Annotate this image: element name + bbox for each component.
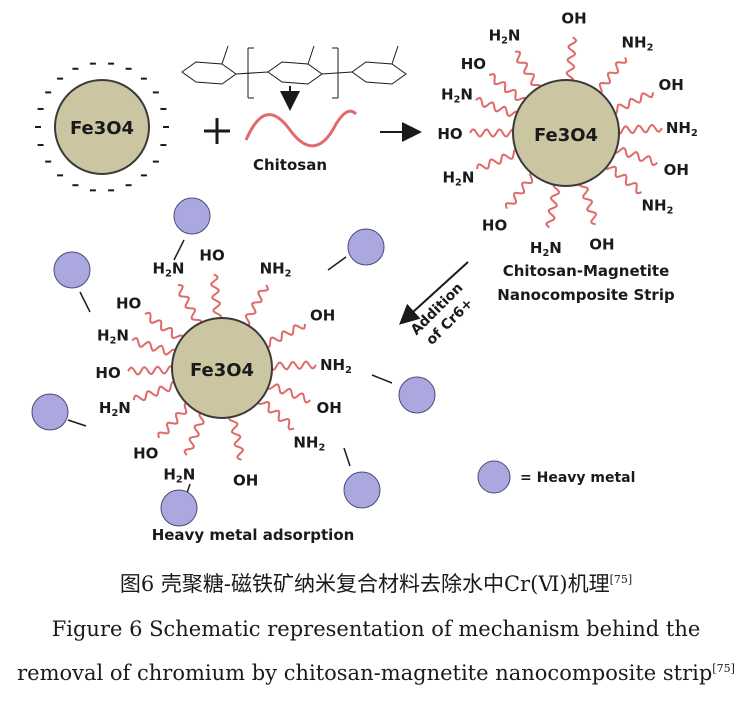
functional-group-label: OH: [316, 399, 341, 417]
chitosan-chain: [615, 123, 663, 135]
heavy-metal-ion: [160, 489, 198, 527]
functional-group-label: HO: [133, 445, 158, 463]
functional-group-label: HO: [116, 295, 141, 313]
strip-caption-line2: Nanocomposite Strip: [497, 286, 675, 304]
chitosan-chain: [488, 73, 528, 103]
heavy-metal-ions: [31, 197, 436, 527]
chitosan-chain: [545, 181, 561, 229]
chitosan-chain: [257, 398, 295, 431]
chitosan-chain: [183, 411, 205, 456]
chitosan-chain: [227, 414, 245, 461]
functional-group-label: OH: [664, 161, 689, 179]
functional-group-label: H2N: [441, 85, 473, 105]
adsorption-core-label: Fe3O4: [190, 360, 254, 381]
functional-group-label: NH2: [260, 259, 292, 279]
plus-sign: [204, 118, 230, 144]
chitosan-label: Chitosan: [253, 156, 327, 174]
binding-line: [343, 447, 351, 467]
functional-group-label: NH2: [293, 433, 325, 453]
functional-group-label: HO: [95, 364, 120, 382]
strip-chitosan-chains: [469, 36, 663, 229]
strip-caption-line1: Chitosan-Magnetite: [503, 262, 670, 280]
functional-group-label: HO: [199, 246, 224, 264]
chitosan-chain: [131, 336, 178, 356]
functional-group-label: OH: [310, 306, 335, 324]
chitosan-chain: [577, 179, 598, 226]
binding-line: [173, 239, 185, 261]
chitosan-chain: [157, 402, 191, 439]
functional-group-label: HO: [437, 125, 462, 143]
chitosan-chain: [475, 96, 520, 118]
chitosan-chain: [504, 171, 536, 209]
adsorption-fe3o4-core: [171, 317, 273, 419]
chitosan-chain: [210, 273, 223, 321]
functional-group-label: NH2: [621, 34, 653, 54]
chitosan-chain: [476, 148, 521, 170]
chitosan-chain: [612, 146, 658, 167]
legend-label: = Heavy metal: [520, 470, 635, 486]
chitosan-chain: [144, 311, 184, 341]
binding-line: [67, 419, 87, 427]
heavy-metal-ion: [173, 197, 211, 235]
chitosan-chain: [244, 284, 270, 327]
functional-group-label: H2N: [530, 239, 562, 259]
functional-group-label: HO: [461, 55, 486, 73]
caption-english-line2: removal of chromium by chitosan-magnetit…: [17, 661, 735, 685]
chitosan-chain: [610, 92, 654, 115]
chitosan-chain: [132, 380, 178, 402]
chitosan-chain: [177, 284, 203, 327]
heavy-metal-ion: [53, 251, 91, 289]
caption-chinese: 图6 壳聚糖-磁铁矿纳米复合材料去除水中Cr(Ⅵ)机理[75]: [119, 572, 633, 596]
functional-group-label: H2N: [489, 27, 521, 47]
negative-charges: [35, 62, 169, 192]
binding-line: [79, 291, 91, 313]
functional-group-label: H2N: [163, 466, 195, 486]
bare-particle: Fe3O4: [35, 62, 169, 192]
heavy-metal-ion: [398, 376, 436, 414]
caption-english-line1: Figure 6 Schematic representation of mec…: [51, 617, 701, 641]
functional-group-label: OH: [561, 9, 586, 27]
functional-group-label: H2N: [442, 168, 474, 188]
adsorption-caption: Heavy metal adsorption: [152, 526, 355, 544]
functional-group-label: H2N: [97, 327, 129, 347]
chitosan-wave: [244, 109, 358, 148]
legend-metal-swatch: [477, 460, 511, 494]
chitosan-chain: [127, 365, 175, 376]
binding-line: [327, 256, 347, 271]
legend: = Heavy metal: [477, 460, 635, 494]
heavy-metal-ion: [31, 393, 69, 431]
functional-group-label: OH: [233, 472, 258, 490]
functional-group-label: HO: [482, 216, 507, 234]
chitosan-chain: [604, 163, 642, 195]
addition-label: Addition of Cr6+: [408, 280, 477, 349]
metal-binding-lines: [67, 239, 393, 497]
strip-core-label: Fe3O4: [534, 125, 598, 146]
functional-group-label: OH: [589, 235, 614, 253]
heavy-metal-ion: [343, 471, 381, 509]
heavy-metal-ion: [347, 228, 385, 266]
chitosan-chain: [269, 360, 317, 371]
strip-fe3o4-core: [512, 79, 620, 187]
chitosan-chain: [565, 36, 578, 84]
functional-group-label: OH: [658, 76, 683, 94]
functional-group-label: NH2: [641, 196, 673, 216]
chitosan-chain: [263, 323, 306, 349]
functional-group-label: NH2: [320, 356, 352, 376]
chitosan-chain: [469, 128, 517, 138]
chitosan-chain: [515, 50, 542, 92]
bare-fe3o4-core: [54, 79, 150, 175]
bare-core-label: Fe3O4: [70, 118, 134, 139]
functional-group-label: NH2: [666, 119, 698, 139]
chitosan-structure: [181, 45, 407, 99]
adsorption-chitosan-chains: [127, 273, 317, 461]
binding-line: [371, 374, 393, 384]
chitosan-chain: [266, 383, 311, 404]
chitosan-chain: [596, 57, 628, 95]
functional-group-label: H2N: [153, 259, 185, 279]
addition-arrow: [399, 261, 469, 325]
functional-group-label: H2N: [99, 399, 131, 419]
